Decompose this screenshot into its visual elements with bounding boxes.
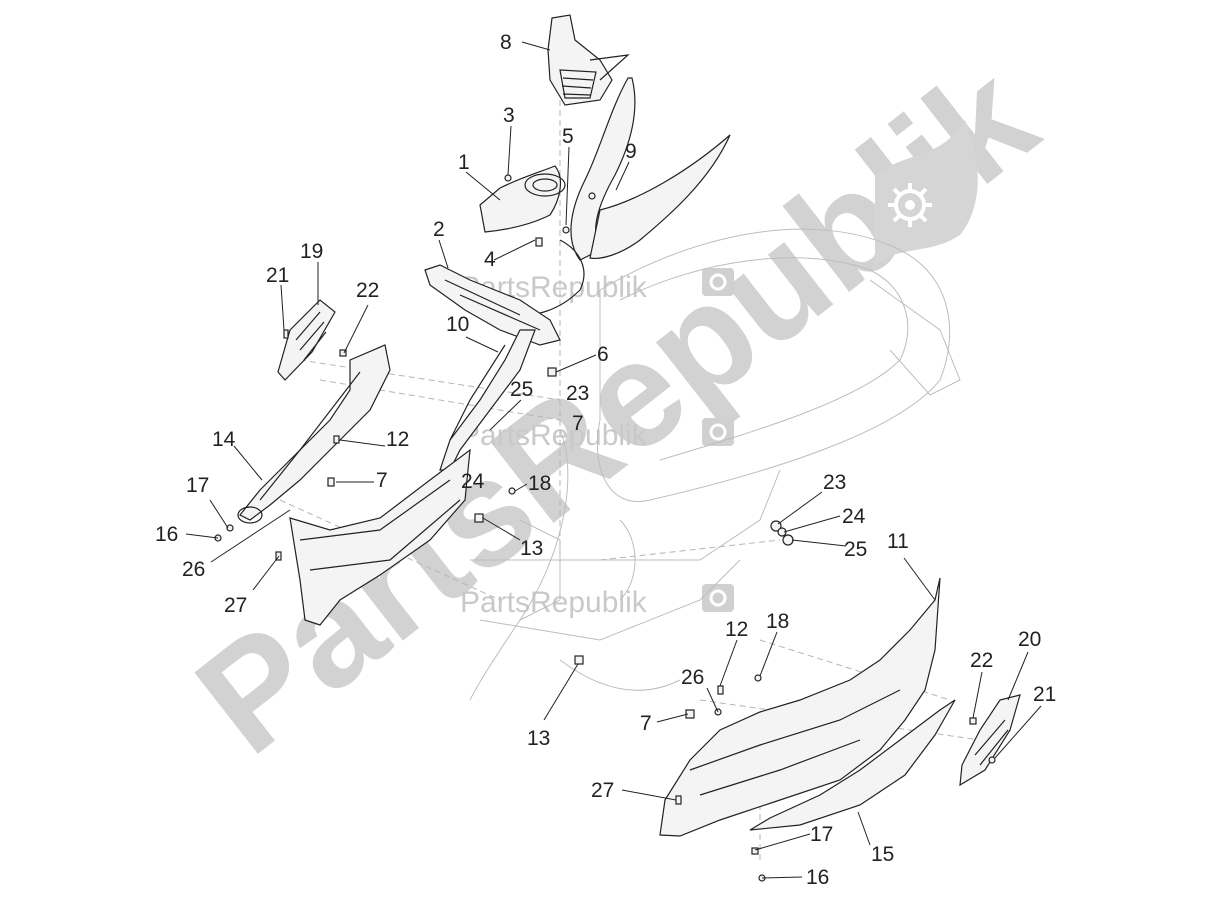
callout-12: 12 (386, 428, 409, 451)
callout-5: 5 (562, 125, 574, 148)
callout-23: 23 (566, 382, 589, 405)
callout-27: 27 (224, 594, 247, 617)
callout-16: 16 (155, 523, 178, 546)
part-15-lower-trim (749, 699, 956, 831)
callout-9: 9 (625, 140, 637, 163)
callout-15: 15 (871, 843, 894, 866)
callout-4: 4 (484, 248, 496, 271)
part-14-left-cover (237, 344, 391, 524)
callout-3: 3 (503, 104, 515, 127)
callout-7a: 7 (572, 412, 584, 435)
callout-17: 17 (186, 474, 209, 497)
watermark-logo (875, 120, 978, 265)
callout-1: 1 (458, 151, 470, 174)
callout-7b: 7 (376, 469, 388, 492)
callout-11: 11 (887, 530, 909, 553)
watermark-small-2: PartsRepublik (460, 418, 734, 452)
callout-21: 21 (266, 264, 289, 287)
callout-26b: 26 (681, 666, 704, 689)
gear-icon (702, 418, 734, 446)
callout-13b: 13 (527, 727, 550, 750)
callout-19: 19 (300, 240, 323, 263)
callout-24b: 24 (842, 505, 866, 528)
callout-13a: 13 (520, 537, 543, 560)
callout-14: 14 (212, 428, 236, 451)
callout-10: 10 (446, 313, 469, 336)
callout-21b: 21 (1033, 683, 1056, 706)
callout-27b: 27 (591, 779, 614, 802)
part-8-grille (547, 14, 630, 106)
callout-22b: 22 (970, 649, 993, 672)
leader-lines (185, 41, 1042, 879)
callout-24: 24 (461, 470, 485, 493)
callout-20: 20 (1018, 628, 1041, 651)
gear-icon (702, 268, 734, 296)
part-center-spine (519, 77, 731, 315)
gear-icon (702, 584, 734, 612)
callout-23b: 23 (823, 471, 846, 494)
callout-6: 6 (597, 343, 609, 366)
callout-labels: 8 3 5 9 1 2 4 19 21 22 10 6 23 25 7 14 1… (155, 31, 1056, 889)
callout-8: 8 (500, 31, 512, 54)
callout-17b: 17 (810, 823, 833, 846)
callout-18b: 18 (766, 610, 789, 633)
callout-22: 22 (356, 279, 379, 302)
svg-text:PartsRepublik: PartsRepublik (460, 586, 648, 619)
watermark-small-3: PartsRepublik (460, 584, 734, 619)
part-11-side-panel (659, 577, 941, 837)
part-20-side-insert (959, 694, 1021, 787)
callout-26: 26 (182, 558, 205, 581)
callout-16b: 16 (806, 866, 829, 889)
callout-7c: 7 (640, 712, 652, 735)
callout-12b: 12 (725, 618, 748, 641)
part-1-fuel-cover (479, 165, 566, 233)
callout-25: 25 (510, 378, 533, 401)
callout-18: 18 (528, 472, 551, 495)
gear-icon (888, 183, 932, 227)
left-footboard (289, 448, 471, 626)
scooter-frame-outline (469, 228, 961, 701)
callout-25b: 25 (844, 538, 867, 561)
part-19-side-insert (277, 299, 336, 381)
svg-text:PartsRepublik: PartsRepublik (460, 419, 648, 452)
callout-2: 2 (433, 218, 445, 241)
part-2-inner-panel (424, 264, 561, 346)
